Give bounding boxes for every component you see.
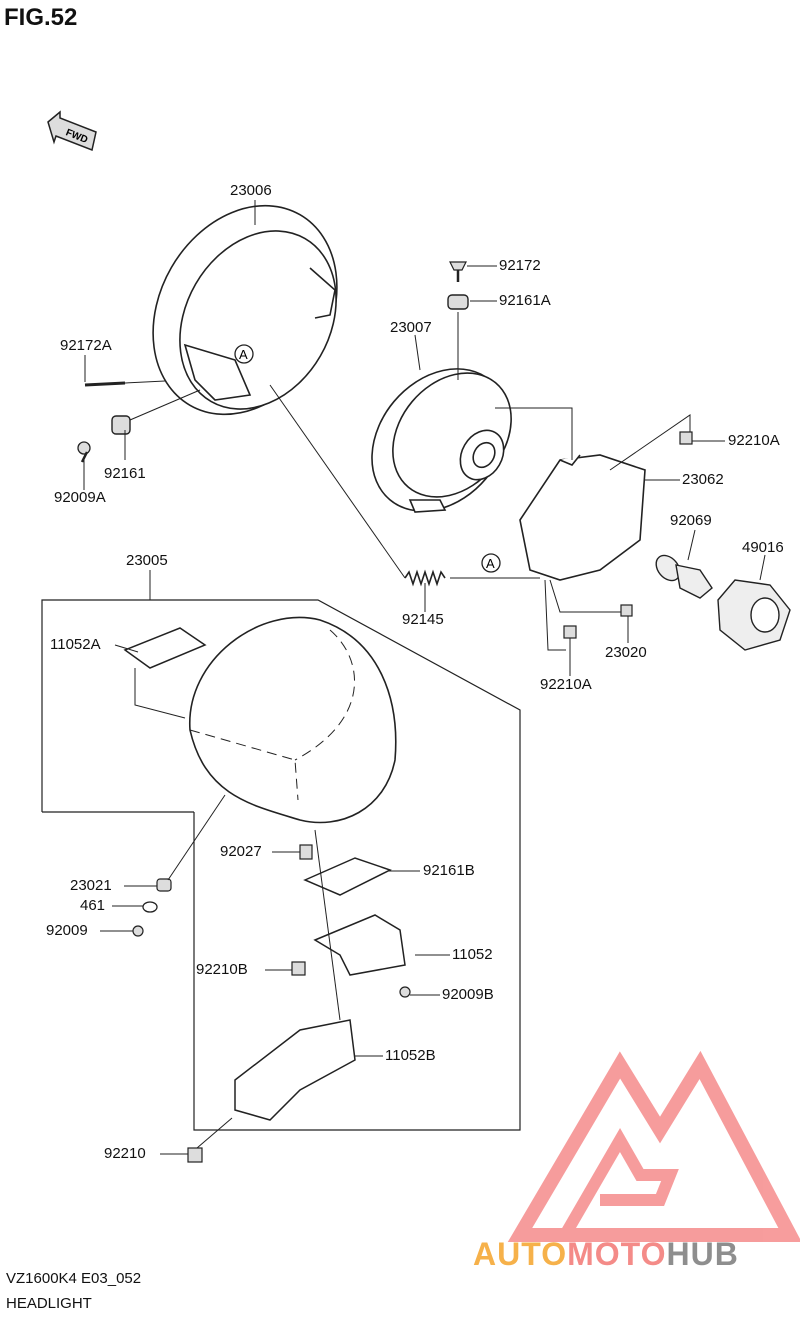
fwd-arrow: FWD: [47, 110, 97, 152]
part-label-23020: 23020: [605, 644, 647, 661]
watermark-text: AUTOMOTOHUB: [473, 1236, 739, 1273]
part-label-92009a: 92009A: [54, 489, 106, 506]
section-title: HEADLIGHT: [6, 1295, 92, 1312]
figure-title: FIG.52: [4, 4, 78, 31]
part-label-92172: 92172: [499, 257, 541, 274]
part-label-23007: 23007: [390, 319, 432, 336]
part-label-11052: 11052: [452, 946, 493, 963]
headlight-cowl: [189, 616, 397, 824]
part-label-461: 461: [80, 897, 106, 914]
bracket: [519, 454, 646, 581]
bulb: [655, 554, 713, 599]
watermark-auto: AUTO: [473, 1236, 568, 1272]
watermark-moto: MOTO: [567, 1236, 667, 1272]
group-outline: [41, 599, 521, 1131]
part-label-92009b: 92009B: [442, 986, 494, 1003]
part-label-92069: 92069: [670, 512, 712, 529]
headlight-rim: [152, 204, 338, 416]
headlight-unit: [371, 368, 512, 513]
part-label-23062: 23062: [682, 471, 724, 488]
model-code: VZ1600K4 E03_052: [6, 1270, 142, 1287]
part-label-92161b: 92161B: [423, 862, 475, 879]
part-label-92210: 92210: [104, 1145, 146, 1162]
socket-cover: [717, 579, 791, 651]
watermark-hub: HUB: [666, 1236, 739, 1272]
part-label-92210b: 92210B: [196, 961, 248, 978]
part-label-92210a-low: 92210A: [540, 676, 592, 693]
watermark-logo: [507, 1050, 800, 1242]
part-label-92145: 92145: [402, 611, 444, 628]
part-label-92161a: 92161A: [499, 292, 551, 309]
ref-marker-a-bracket: A: [486, 556, 495, 571]
part-label-23006: 23006: [230, 182, 272, 199]
part-label-11052b: 11052B: [385, 1047, 436, 1064]
part-label-92161: 92161: [104, 465, 146, 482]
ref-marker-a-rim: A: [239, 347, 248, 362]
part-label-23005: 23005: [126, 552, 168, 569]
part-label-23021: 23021: [70, 877, 112, 894]
part-label-92009: 92009: [46, 922, 88, 939]
part-label-92172a: 92172A: [60, 337, 112, 354]
part-label-92027: 92027: [220, 843, 262, 860]
part-label-92210a-top: 92210A: [728, 432, 780, 449]
part-label-49016: 49016: [742, 539, 784, 556]
part-label-11052a: 11052A: [50, 636, 101, 653]
